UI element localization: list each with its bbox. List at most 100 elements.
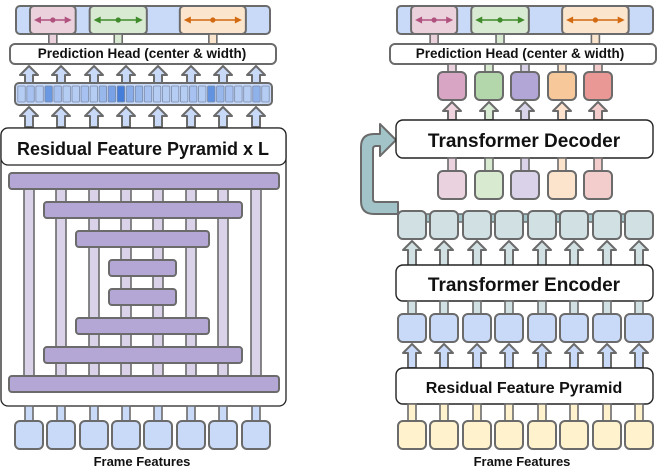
left-lower-arrow-6 — [181, 106, 201, 128]
feature-strip-cell — [89, 85, 98, 103]
right-segment-3-extent-arrow-left-arrowhead — [566, 16, 574, 24]
feature-strip-cell — [35, 85, 44, 103]
decoder-input-query-5 — [583, 170, 613, 200]
encoder-output-token-2 — [429, 210, 459, 240]
right-frame-token-8 — [624, 420, 654, 450]
left-segment-2-extent-arrow-right-arrowhead — [135, 16, 143, 24]
left-upper-arrow-4 — [116, 65, 136, 84]
left-lower-arrow-1 — [19, 106, 39, 128]
left-prediction-head-label: Prediction Head (center & width) — [38, 46, 247, 61]
left-lower-arrow-2 — [51, 106, 71, 128]
left-frame-features-label: Frame Features — [94, 454, 191, 469]
left-lower-arrow-3 — [84, 106, 104, 128]
feature-strip-cell — [216, 85, 225, 103]
left-frame-token-7 — [208, 420, 238, 450]
pyramid-bar-8 — [8, 375, 280, 393]
decoder-input-query-2 — [474, 170, 504, 200]
encoder-label: Transformer Encoder — [428, 275, 621, 296]
pyramid-bar-2 — [43, 201, 243, 219]
left-segment-3-extent-arrow-left-arrowhead — [183, 16, 191, 24]
pyramid-output-arrow-3 — [467, 343, 487, 369]
feature-strip-cell — [125, 85, 135, 103]
left-feature-strip — [14, 82, 273, 106]
residual-pyramid-title-box — [0, 127, 287, 166]
feature-strip-cell — [107, 85, 116, 103]
decoder-output-query-5 — [583, 71, 613, 101]
encoder-output-token-5 — [527, 210, 557, 240]
feature-strip-cell — [71, 85, 80, 103]
right-segment-1-extent-arrow-right-arrowhead — [446, 16, 454, 24]
decoder-output-arrow-5 — [588, 101, 608, 121]
right-segment-2-extent-arrow — [475, 16, 525, 24]
left-segment-3-extent-arrow — [183, 16, 242, 24]
right-segment-3-extent-arrow-center-dot — [592, 17, 599, 23]
feature-strip-cell — [143, 85, 153, 103]
encoder-output-token-7 — [592, 210, 622, 240]
encoder-box — [395, 264, 654, 302]
decoder-output-arrow-1 — [442, 101, 462, 121]
right-segment-1-extent-arrow — [415, 16, 454, 24]
encoder-output-arrow-2 — [434, 240, 454, 267]
left-segment-3-extent-arrow-right-arrowhead — [234, 16, 242, 24]
left-frame-token-8 — [241, 420, 271, 450]
skip-arrow-path — [360, 123, 399, 215]
encoder-input-token-8 — [624, 313, 654, 343]
left-segment-2-extent-arrow-center-dot — [115, 17, 121, 23]
feature-strip-cell — [17, 85, 26, 103]
left-prediction-head-box — [9, 43, 277, 65]
pyramid-bar-4 — [108, 259, 177, 277]
feature-strip-cell — [134, 85, 144, 103]
left-lower-arrow-5 — [148, 106, 168, 128]
left-upper-arrow-5 — [148, 65, 168, 84]
left-lower-arrow-7 — [213, 106, 233, 128]
encoder-input-token-3 — [462, 313, 492, 343]
left-segment-1-extent-arrow-right-arrowhead — [64, 16, 72, 24]
feature-strip-cell — [62, 85, 71, 103]
pyramid-bar-6 — [75, 317, 210, 335]
left-panel-residual-pyramid — [0, 5, 287, 450]
decoder-output-arrow-3 — [515, 101, 535, 121]
left-frame-token-5 — [143, 420, 173, 450]
feature-strip-cell — [261, 85, 270, 103]
encoder-output-token-3 — [462, 210, 492, 240]
left-frame-token-4 — [111, 420, 141, 450]
right-panel-transformer — [360, 5, 657, 450]
pyramid-column-stem-8 — [250, 179, 262, 386]
right-prediction-head-label: Prediction Head (center & width) — [416, 46, 625, 61]
feature-strip-cell — [180, 85, 189, 103]
right-frame-token-2 — [429, 420, 459, 450]
feature-strip-cell — [207, 85, 216, 103]
encoder-output-arrow-8 — [629, 240, 649, 267]
right-frame-token-1 — [397, 420, 427, 450]
right-frame-features-label: Frame Features — [474, 454, 571, 469]
encoder-output-token-1 — [397, 210, 427, 240]
right-segment-3-extent-arrow — [566, 16, 625, 24]
encoder-to-decoder-skip-arrow — [360, 123, 399, 215]
encoder-input-token-1 — [397, 313, 427, 343]
feature-strip-cell — [26, 85, 35, 103]
encoder-input-token-5 — [527, 313, 557, 343]
encoder-output-arrow-1 — [402, 240, 422, 267]
left-block-label: Residual Feature Pyramid x L — [17, 139, 269, 159]
decoder-input-query-1 — [437, 170, 467, 200]
feature-strip-cell — [225, 85, 234, 103]
left-lower-arrow-4 — [116, 106, 136, 128]
left-output-timeline — [15, 5, 271, 35]
left-frame-token-1 — [14, 420, 44, 450]
decoder-output-arrow-2 — [479, 101, 499, 121]
right-frame-token-3 — [462, 420, 492, 450]
right-pyramid-label: Residual Feature Pyramid — [426, 380, 623, 397]
pyramid-bar-1 — [8, 172, 280, 190]
pyramid-output-arrow-1 — [402, 343, 422, 369]
pyramid-output-arrow-7 — [597, 343, 617, 369]
feature-strip-cell — [252, 85, 261, 103]
encoder-output-arrow-5 — [532, 240, 552, 267]
left-segment-1-extent-arrow — [33, 16, 72, 24]
decoder-output-query-4 — [547, 71, 577, 101]
feature-strip-cell — [234, 85, 243, 103]
decoder-output-query-3 — [510, 71, 540, 101]
right-frame-token-4 — [494, 420, 524, 450]
pyramid-output-arrow-6 — [564, 343, 584, 369]
encoder-input-token-4 — [494, 313, 524, 343]
